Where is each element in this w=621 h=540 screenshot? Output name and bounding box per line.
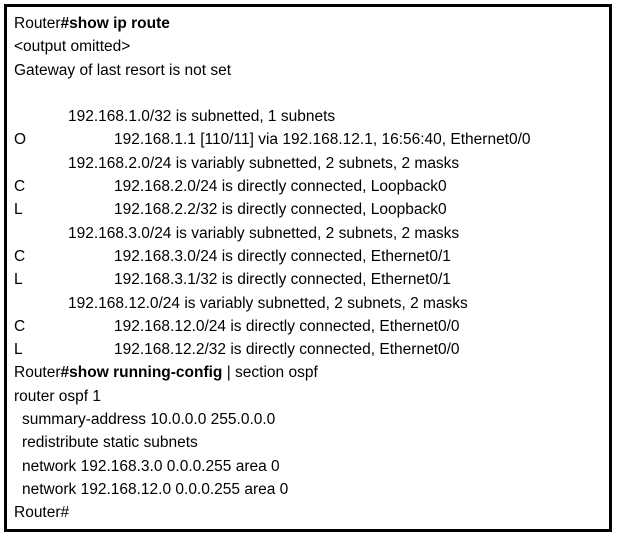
line-text: 192.168.12.0/24 is directly connected, E…: [114, 317, 460, 335]
terminal-line: L 192.168.12.2/32 is directly connected, …: [14, 338, 605, 361]
terminal-line: C 192.168.2.0/24 is directly connected, L…: [14, 175, 605, 198]
terminal-line: redistribute static subnets: [14, 431, 605, 454]
terminal-line: Gateway of last resort is not set: [14, 59, 605, 82]
line-text: 192.168.3.0/24 is variably subnetted, 2 …: [68, 224, 460, 242]
route-code: C: [14, 317, 26, 335]
line-text: Router: [14, 15, 61, 32]
terminal-output-panel: Router#show ip route<output omitted>Gate…: [4, 4, 612, 532]
line-text: 192.168.2.0/24 is variably subnetted, 2 …: [68, 154, 460, 172]
line-text: Router#: [14, 504, 70, 522]
terminal-line: Router#: [14, 501, 605, 524]
line-text: 192.168.1.0/32 is subnetted, 1 subnets: [68, 108, 336, 126]
line-text: 192.168.12.0/24 is variably subnetted, 2…: [68, 294, 468, 312]
terminal-lines: Router#show ip route<output omitted>Gate…: [14, 12, 605, 525]
line-text: 192.168.2.2/32 is directly connected, Lo…: [114, 201, 447, 219]
line-text: 192.168.12.2/32 is directly connected, E…: [114, 341, 460, 359]
terminal-line: L 192.168.2.2/32 is directly connected, L…: [14, 198, 605, 221]
terminal-line: summary-address 10.0.0.0 255.0.0.0: [14, 408, 605, 431]
terminal-line: 192.168.12.0/24 is variably subnetted, 2…: [14, 292, 605, 315]
line-text: 192.168.3.0/24 is directly connected, Et…: [114, 247, 451, 265]
line-text: network 192.168.3.0 0.0.0.255 area 0: [22, 457, 280, 475]
terminal-line: 192.168.2.0/24 is variably subnetted, 2 …: [14, 152, 605, 175]
command-text: #show running-config: [60, 364, 223, 382]
terminal-line: Router#show running-config | section osp…: [14, 361, 605, 384]
line-text: <output omitted>: [14, 38, 131, 56]
terminal-line: O 192.168.1.1 [110/11] via 192.168.12.1, …: [14, 128, 605, 151]
terminal-line: network 192.168.12.0 0.0.0.255 area 0: [14, 478, 605, 501]
line-text: Router: [14, 364, 61, 382]
terminal-line: Router#show ip route: [14, 12, 605, 35]
terminal-line: C 192.168.3.0/24 is directly connected, E…: [14, 245, 605, 268]
route-code: L: [14, 271, 23, 289]
terminal-line: C 192.168.12.0/24 is directly connected, …: [14, 315, 605, 338]
line-text: Gateway of last resort is not set: [14, 61, 232, 79]
terminal-line: 192.168.1.0/32 is subnetted, 1 subnets: [14, 105, 605, 128]
route-code: L: [14, 341, 23, 359]
terminal-line: network 192.168.3.0 0.0.0.255 area 0: [14, 455, 605, 478]
terminal-line: <output omitted>: [14, 35, 605, 58]
line-text: 192.168.1.1 [110/11] via 192.168.12.1, 1…: [114, 131, 531, 149]
line-text: router ospf 1: [14, 387, 102, 405]
route-code: O: [14, 131, 27, 149]
route-code: L: [14, 201, 23, 219]
line-text: summary-address 10.0.0.0 255.0.0.0: [22, 411, 276, 429]
terminal-blank-line: [14, 82, 605, 105]
command-text: #show ip route: [60, 15, 170, 32]
line-text: 192.168.2.0/24 is directly connected, Lo…: [114, 178, 447, 196]
route-code: C: [14, 247, 26, 265]
line-text: 192.168.3.1/32 is directly connected, Et…: [114, 271, 451, 289]
terminal-line: L 192.168.3.1/32 is directly connected, E…: [14, 268, 605, 291]
terminal-line: router ospf 1: [14, 385, 605, 408]
line-text: | section ospf: [222, 364, 318, 382]
route-code: C: [14, 178, 26, 196]
line-text: redistribute static subnets: [22, 434, 198, 452]
terminal-line: 192.168.3.0/24 is variably subnetted, 2 …: [14, 222, 605, 245]
line-text: network 192.168.12.0 0.0.0.255 area 0: [22, 480, 289, 498]
